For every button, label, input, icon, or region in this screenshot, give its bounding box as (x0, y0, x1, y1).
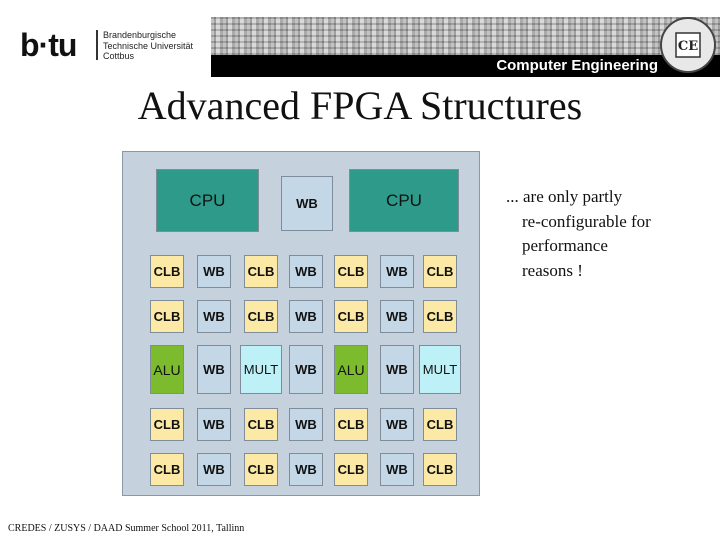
wb-block: WB (281, 176, 333, 231)
side-note-line: reasons ! (506, 259, 716, 284)
seal-graphic: CE (662, 19, 714, 71)
clb-block: CLB (334, 255, 368, 288)
university-name-line: Brandenburgische (103, 30, 193, 41)
page-title: Advanced FPGA Structures (0, 82, 720, 129)
side-note: ... are only partly re-configurable for … (506, 185, 716, 283)
clb-block: CLB (334, 453, 368, 486)
wb-block: WB (197, 255, 231, 288)
cpu-block: CPU (349, 169, 459, 232)
clb-block: CLB (244, 408, 278, 441)
btu-logo-mark: b·tu (20, 28, 76, 62)
clb-block: CLB (423, 453, 457, 486)
cpu-block: CPU (156, 169, 259, 232)
wb-block: WB (380, 453, 414, 486)
university-logo: b·tu Brandenburgische Technische Univers… (20, 28, 210, 68)
wb-block: WB (380, 345, 414, 394)
clb-block: CLB (150, 300, 184, 333)
clb-block: CLB (423, 300, 457, 333)
alu-block: ALU (334, 345, 368, 394)
wb-block: WB (289, 255, 323, 288)
clb-block: CLB (334, 300, 368, 333)
clb-block: CLB (244, 300, 278, 333)
clb-block: CLB (423, 255, 457, 288)
wb-block: WB (197, 300, 231, 333)
logo-divider (96, 30, 98, 60)
wb-block: WB (289, 408, 323, 441)
banner-title: Computer Engineering (496, 57, 658, 74)
wb-block: WB (289, 345, 323, 394)
university-name: Brandenburgische Technische Universität … (103, 30, 193, 62)
alu-block: ALU (150, 345, 184, 394)
wb-block: WB (197, 453, 231, 486)
clb-block: CLB (150, 453, 184, 486)
university-name-line: Technische Universität (103, 41, 193, 52)
footer-credit: CREDES / ZUSYS / DAAD Summer School 2011… (8, 523, 244, 534)
clb-block: CLB (334, 408, 368, 441)
computer-engineering-seal: CE (660, 17, 716, 73)
wb-block: WB (380, 408, 414, 441)
mult-block: MULT (419, 345, 461, 394)
side-note-line: re-configurable for (506, 210, 716, 235)
clb-block: CLB (244, 255, 278, 288)
wb-block: WB (380, 300, 414, 333)
wb-block: WB (197, 408, 231, 441)
university-name-line: Cottbus (103, 51, 193, 62)
clb-block: CLB (423, 408, 457, 441)
wb-block: WB (380, 255, 414, 288)
clb-block: CLB (244, 453, 278, 486)
seal-center-text: CE (678, 39, 698, 54)
clb-block: CLB (150, 408, 184, 441)
wb-block: WB (289, 300, 323, 333)
side-note-line: ... are only partly (506, 185, 716, 210)
side-note-line: performance (506, 234, 716, 259)
header-banner: Computer Engineering CE (211, 17, 720, 77)
mult-block: MULT (240, 345, 282, 394)
clb-block: CLB (150, 255, 184, 288)
wb-block: WB (289, 453, 323, 486)
wb-block: WB (197, 345, 231, 394)
